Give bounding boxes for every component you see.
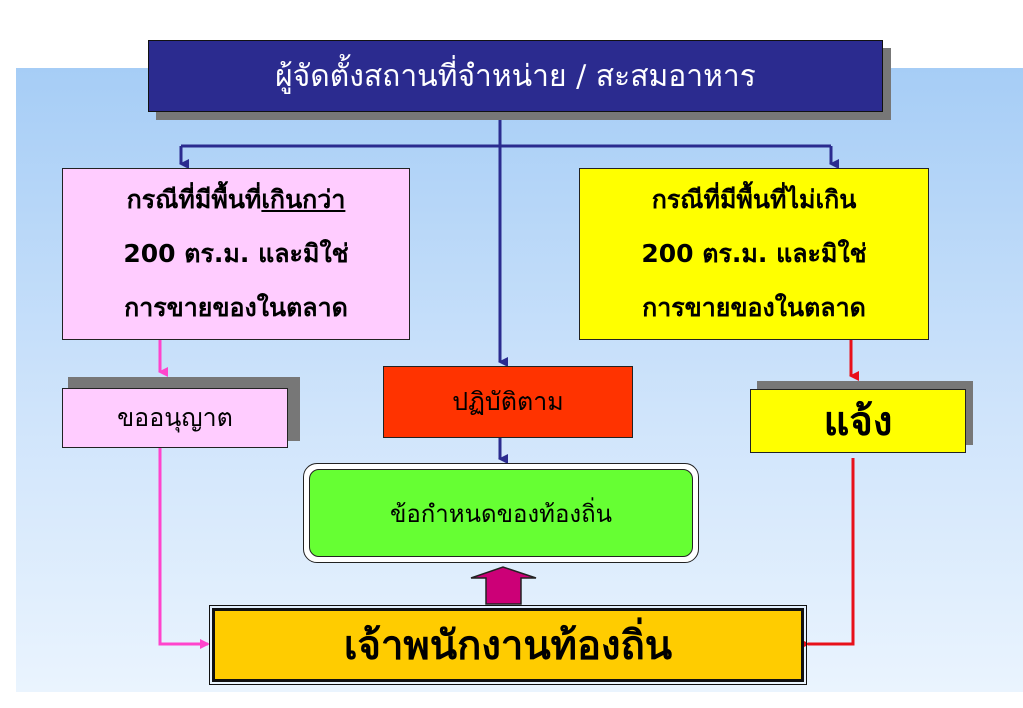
title-box: ผู้จัดตั้งสถานที่จำหน่าย / สะสมอาหาร — [148, 40, 883, 112]
local-rules-inner: ข้อกำหนดของท้องถิ่น — [309, 469, 693, 557]
left-case-line1: กรณีที่มีพื้นที่เกินกว่า — [126, 185, 346, 214]
left-case-box: กรณีที่มีพื้นที่เกินกว่า 200 ตร.ม. และมิ… — [62, 168, 410, 340]
left-case-emphasis: เกินกว่า — [261, 185, 346, 214]
follow-text: ปฏิบัติตาม — [452, 387, 564, 416]
right-case-line3: การขายของในตลาด — [642, 293, 866, 322]
permit-text: ขออนุญาต — [117, 403, 233, 432]
left-case-line3: การขายของในตลาด — [124, 293, 348, 322]
title-text: ผู้จัดตั้งสถานที่จำหน่าย / สะสมอาหาร — [275, 58, 756, 94]
notify-box: แจ้ง — [750, 389, 966, 453]
right-case-box: กรณีที่มีพื้นที่ไม่เกิน 200 ตร.ม. และมิใ… — [579, 168, 929, 340]
permit-to-officer-arrow — [158, 448, 210, 649]
local-officer-box: เจ้าพนักงานท้องถิ่น — [209, 605, 807, 685]
local-rules-text: ข้อกำหนดของท้องถิ่น — [389, 499, 613, 528]
local-officer-text: เจ้าพนักงานท้องถิ่น — [343, 623, 673, 669]
officer-to-rules-up-arrow — [470, 566, 537, 605]
right-case-line2: 200 ตร.ม. และมิใช่ — [641, 239, 867, 268]
permit-box: ขออนุญาต — [62, 388, 288, 448]
right-case-line1: กรณีที่มีพื้นที่ไม่เกิน — [651, 185, 857, 214]
notify-to-officer-arrow — [800, 458, 855, 649]
follow-box: ปฏิบัติตาม — [383, 366, 633, 438]
local-rules-box: ข้อกำหนดของท้องถิ่น — [303, 463, 699, 563]
notify-text: แจ้ง — [823, 399, 893, 445]
left-case-line2: 200 ตร.ม. และมิใช่ — [123, 239, 349, 268]
